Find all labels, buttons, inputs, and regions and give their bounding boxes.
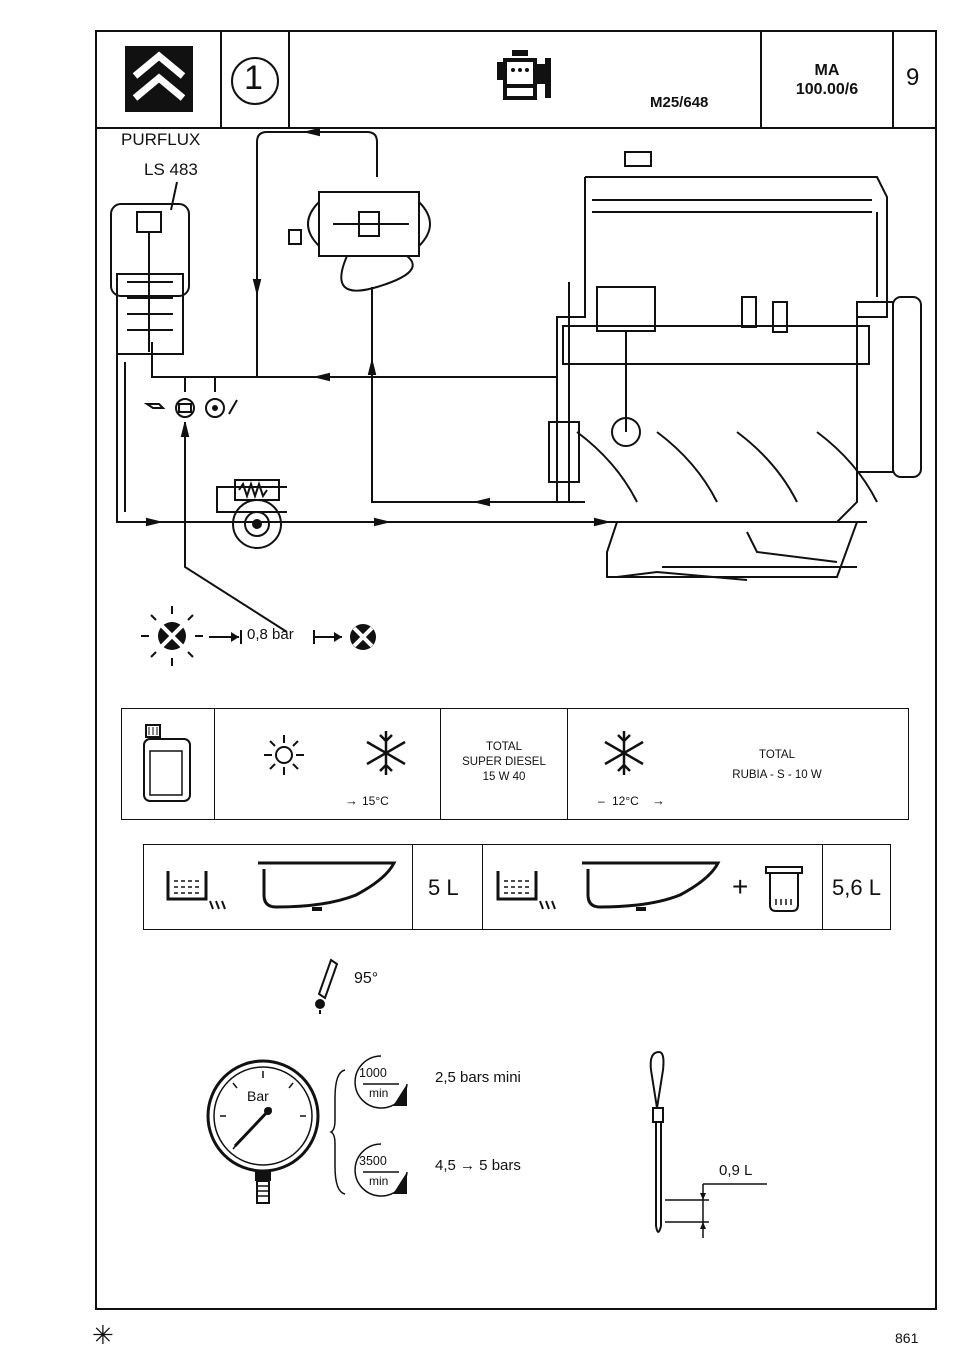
capacity-without-filter: 5 L: [428, 875, 459, 900]
oil-pump-icon: [232, 479, 282, 549]
oil-filter-icon: [765, 866, 803, 912]
plus-sign: +: [732, 871, 749, 902]
citroen-logo-icon: [125, 46, 193, 112]
pressure-gauge-icon: [206, 1059, 320, 1204]
summer-oil-line3: 15 W 40: [482, 771, 526, 783]
warning-pressure-value: 0,8 bar: [247, 626, 294, 643]
rpm-dial-icon: [354, 1055, 408, 1109]
bracket-icon: [329, 1069, 346, 1195]
engine-block-icon: [548, 151, 922, 581]
docref-line1: MA: [814, 62, 840, 79]
docref-cell: MA 100.00/6: [762, 32, 894, 127]
high-pressure-value: 4,5 → 5 bars: [435, 1157, 521, 1174]
winter-temp-arrow: →: [652, 793, 665, 808]
high-rpm-unit: min: [369, 1174, 389, 1188]
oil-can-icon: [143, 724, 191, 802]
page-number: 9: [906, 64, 920, 91]
high-rpm-value: 3500: [359, 1154, 387, 1168]
badge-number: 1: [244, 59, 263, 97]
winter-temp-minus: –: [598, 794, 605, 808]
sump-drain-icon: [166, 871, 226, 910]
lubrication-circuit-diagram: [110, 127, 922, 633]
oil-pan-icon: [582, 861, 721, 911]
docref-line2: 100.00/6: [795, 81, 859, 98]
winter-temp: 12°C: [612, 794, 639, 808]
oil-filter-icon: [110, 203, 190, 355]
capacity-with-filter: 5,6 L: [832, 875, 881, 900]
thermometer-icon: [315, 958, 339, 1014]
engine-icon: [497, 50, 551, 100]
summer-temp-arrow: →: [345, 793, 358, 808]
snowflake-icon: [604, 731, 644, 775]
badge-circle: [231, 57, 279, 105]
snowflake-icon: [366, 731, 406, 775]
turbocharger-icon: [288, 191, 431, 292]
dipstick-volume: 0,9 L: [719, 1162, 753, 1179]
low-rpm-unit: min: [369, 1086, 389, 1100]
sump-drain-icon: [496, 871, 556, 910]
oil-warning-lamp-off-icon: [350, 624, 376, 650]
low-pressure-value: 2,5 bars mini: [435, 1069, 521, 1086]
low-rpm-value: 1000: [359, 1066, 387, 1080]
oil-warning-lamp-on-icon: [141, 606, 203, 666]
oil-spec-table: → 15°C TOTAL SUPER DIESEL 15 W 40 – 12°C…: [121, 708, 909, 820]
engine-cell: M25/648: [290, 32, 762, 127]
page-frame: 1 M25/648 MA 100.00/6 9 PURFLUX LS 483: [95, 30, 937, 1310]
threshold-arrow-right-icon: [313, 630, 342, 644]
header-bar: 1 M25/648 MA 100.00/6 9: [97, 32, 935, 129]
oil-capacity-table: 5 L + 5,6 L: [143, 844, 891, 930]
engine-code: M25/648: [650, 94, 709, 111]
gauge-label: Bar: [247, 1088, 269, 1104]
page-number-cell: 9: [894, 32, 935, 127]
winter-oil-line1: TOTAL: [759, 749, 795, 761]
oil-pan-icon: [258, 861, 397, 911]
summer-oil-line1: TOTAL: [486, 741, 522, 753]
brand-cell: [97, 32, 222, 127]
oil-pressure-sensors-icon: [143, 377, 238, 542]
threshold-arrow-left-icon: [209, 630, 242, 644]
dipstick-icon: [649, 1050, 767, 1238]
filter-model-label: LS 483: [144, 160, 198, 179]
footer-code: 861: [895, 1330, 919, 1346]
badge-cell: 1: [222, 32, 290, 127]
footer-mark: ✳: [92, 1320, 114, 1350]
summer-oil-line2: SUPER DIESEL: [462, 756, 546, 768]
winter-oil-line2: RUBIA - S - 10 W: [732, 769, 822, 781]
rpm-dial-icon: [354, 1143, 408, 1197]
filter-brand-label: PURFLUX: [121, 130, 201, 149]
summer-temp: 15°C: [362, 794, 389, 808]
operating-temperature: 95°: [354, 970, 379, 987]
sun-icon: [264, 735, 304, 775]
